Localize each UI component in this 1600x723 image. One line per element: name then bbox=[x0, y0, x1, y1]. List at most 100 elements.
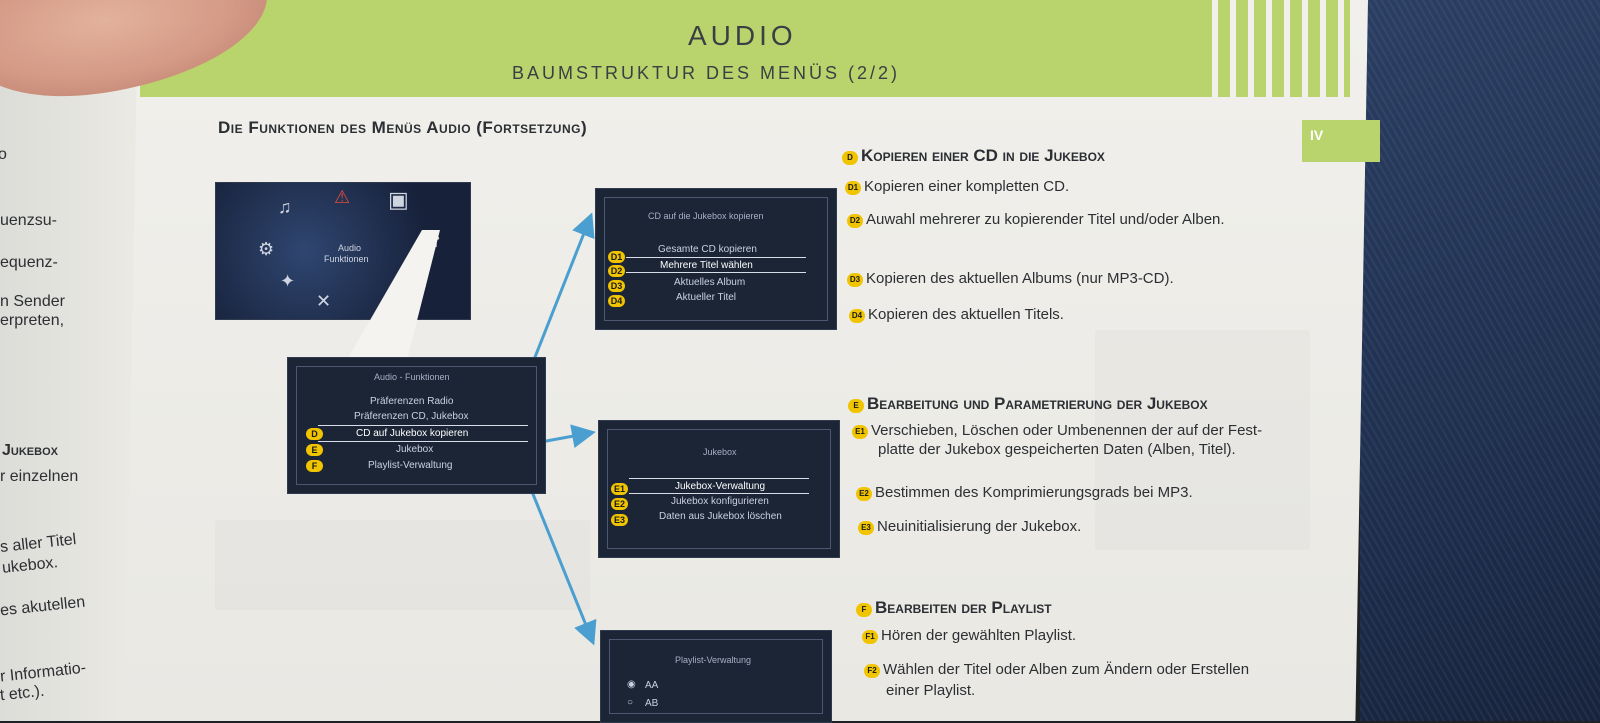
left-fragment: n Sender bbox=[0, 293, 65, 310]
item-d1-text: Kopieren einer kompletten CD. bbox=[864, 178, 1070, 195]
selection-line bbox=[626, 257, 806, 258]
audio-functions-screenshot: Audio - Funktionen Präferenzen Radio Prä… bbox=[287, 357, 546, 494]
badge-e1: E1 bbox=[611, 483, 628, 495]
item-e1-text: Verschieben, Löschen oder Umbenennen der… bbox=[871, 422, 1263, 439]
menu-item: Gesamte CD kopieren bbox=[658, 244, 757, 255]
badge-f1: F1 bbox=[862, 630, 878, 644]
badge-d3: D3 bbox=[847, 273, 863, 287]
map-icon: ✦ bbox=[280, 271, 296, 291]
heading-f-text: Bearbeiten der Playlist bbox=[875, 598, 1052, 617]
badge-e3: E3 bbox=[611, 514, 628, 526]
menu-frame bbox=[604, 197, 828, 321]
badge-d4: D4 bbox=[608, 295, 625, 307]
badge-d1: D1 bbox=[845, 181, 861, 195]
menu-item: Jukebox konfigurieren bbox=[671, 496, 769, 507]
main-menu-label-1: Audio bbox=[338, 243, 362, 253]
item-e3-text: Neuinitialisierung der Jukebox. bbox=[877, 518, 1082, 535]
jukebox-screenshot: Jukebox E1 Jukebox-Verwaltung E2 Jukebox… bbox=[598, 420, 840, 558]
selection-line bbox=[626, 272, 806, 273]
radio-selected-icon: ◉ bbox=[627, 679, 636, 690]
left-fragment: Jukebox bbox=[2, 442, 58, 459]
menu-title: Jukebox bbox=[703, 447, 737, 457]
badge-e: E bbox=[306, 444, 323, 456]
selection-line bbox=[629, 493, 809, 494]
badge-e3: E3 bbox=[858, 521, 874, 535]
menu-title: CD auf die Jukebox kopieren bbox=[648, 211, 764, 221]
menu-item: Daten aus Jukebox löschen bbox=[659, 511, 782, 522]
section-title: Die Funktionen des Menüs Audio (Fortsetz… bbox=[218, 118, 588, 137]
chapter-tab-label: IV bbox=[1310, 127, 1324, 143]
badge-e1: E1 bbox=[852, 425, 868, 439]
selection-line bbox=[318, 425, 528, 426]
badge-e2: E2 bbox=[856, 487, 872, 501]
item-d2-text: Auwahl mehrerer zu kopierender Titel und… bbox=[866, 211, 1225, 228]
chapter-tab: IV bbox=[1302, 120, 1380, 162]
menu-item-selected: CD auf Jukebox kopieren bbox=[356, 428, 469, 439]
badge-d3: D3 bbox=[608, 280, 625, 292]
item-f1-text: Hören der gewählten Playlist. bbox=[881, 627, 1077, 644]
warning-icon: ⚠ bbox=[334, 187, 351, 207]
tools-icon: ✕ bbox=[316, 291, 332, 311]
badge-d: D bbox=[842, 151, 858, 165]
menu-frame bbox=[296, 366, 537, 485]
menu-item: Präferenzen CD, Jukebox bbox=[354, 411, 469, 422]
menu-item-selected: Mehrere Titel wählen bbox=[660, 260, 753, 271]
left-page bbox=[0, 70, 150, 721]
item-e1-line2: platte der Jukebox gespeicherten Daten (… bbox=[878, 441, 1236, 458]
badge-f: F bbox=[856, 603, 872, 617]
item-d4-text: Kopieren des aktuellen Titels. bbox=[868, 306, 1064, 323]
playlist-item: AB bbox=[645, 698, 659, 709]
settings-icon: ⚙ bbox=[258, 239, 275, 259]
banner-stripes bbox=[1200, 0, 1350, 97]
menu-item: Präferenzen Radio bbox=[370, 396, 454, 407]
badge-d: D bbox=[306, 428, 323, 440]
selection-line bbox=[318, 441, 528, 442]
item-d3-text: Kopieren des aktuellen Albums (nur MP3-C… bbox=[866, 270, 1174, 287]
radio-unselected-icon: ○ bbox=[627, 697, 634, 708]
badge-e2: E2 bbox=[611, 498, 628, 510]
copy-cd-screenshot: CD auf die Jukebox kopieren D1 Gesamte C… bbox=[595, 188, 837, 330]
denim-background bbox=[1360, 0, 1600, 721]
badge-f2: F2 bbox=[864, 664, 880, 678]
selection-line bbox=[629, 478, 809, 479]
playlist-screenshot: Playlist-Verwaltung ◉ AA ○ AB bbox=[600, 630, 832, 723]
audio-device-icon: ▣ bbox=[388, 187, 409, 212]
menu-title: Audio - Funktionen bbox=[374, 372, 450, 382]
music-icon: ♫ bbox=[278, 197, 292, 217]
main-menu-label-2: Funktionen bbox=[324, 254, 369, 264]
left-fragment: r einzelnen bbox=[0, 468, 79, 485]
menu-item: Aktuelles Album bbox=[674, 277, 746, 288]
left-fragment: o bbox=[0, 146, 7, 163]
left-fragment: equenz- bbox=[0, 254, 58, 271]
heading-e-text: Bearbeitung und Parametrierung der Jukeb… bbox=[867, 394, 1208, 413]
menu-item: Playlist-Verwaltung bbox=[368, 460, 453, 471]
left-fragment: uenzsu- bbox=[0, 212, 57, 229]
faded-area bbox=[215, 520, 590, 610]
menu-item-selected: Jukebox-Verwaltung bbox=[675, 481, 766, 492]
badge-d4: D4 bbox=[849, 309, 865, 323]
item-f2-line2: einer Playlist. bbox=[886, 682, 976, 699]
playlist-item: AA bbox=[645, 680, 659, 691]
page-subtitle: BAUMSTRUKTUR DES MENÜS (2/2) bbox=[512, 63, 901, 83]
page-title: AUDIO bbox=[688, 20, 797, 51]
badge-e: E bbox=[848, 399, 864, 413]
menu-frame bbox=[609, 639, 823, 714]
heading-d-text: Kopieren einer CD in die Jukebox bbox=[861, 146, 1105, 165]
faded-area bbox=[1095, 330, 1310, 550]
badge-d2: D2 bbox=[608, 265, 625, 277]
menu-item: Jukebox bbox=[396, 444, 434, 455]
badge-d2: D2 bbox=[847, 214, 863, 228]
badge-d1: D1 bbox=[608, 251, 625, 263]
left-fragment: erpreten, bbox=[0, 312, 65, 329]
menu-item: Aktueller Titel bbox=[676, 292, 737, 303]
